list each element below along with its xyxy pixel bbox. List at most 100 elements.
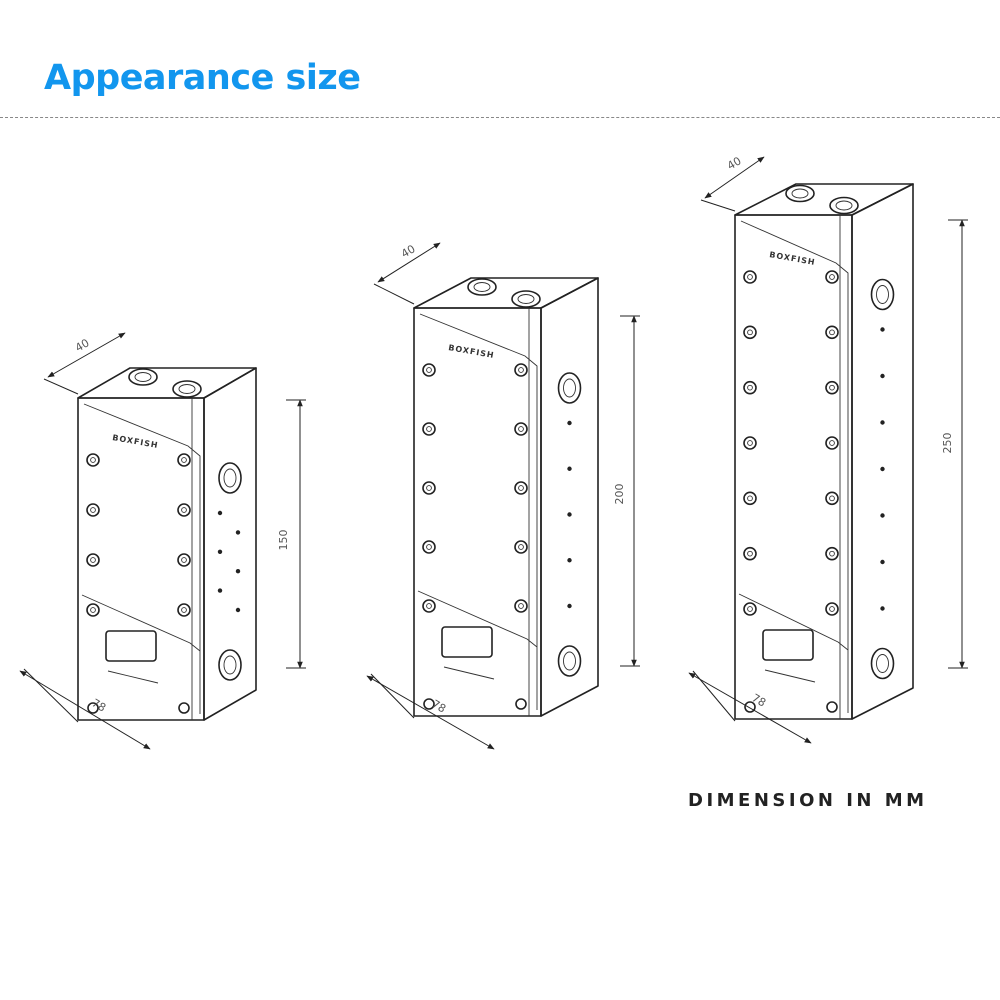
side-mount-hole: [880, 513, 885, 518]
screw: [422, 481, 436, 495]
side-mount-hole: [235, 607, 241, 613]
extension-line: [43, 378, 79, 395]
side-mount-hole: [567, 420, 572, 426]
top-port-thread: [835, 200, 853, 211]
thickness-label: 40: [399, 242, 418, 260]
screw: [743, 491, 757, 506]
brand-logo: BOXFISH: [112, 433, 160, 450]
height-label: 200: [613, 484, 626, 505]
screw-center: [181, 557, 187, 563]
screw-center: [829, 495, 835, 502]
screw: [514, 540, 528, 554]
side-mount-hole: [567, 512, 572, 517]
extension-line: [692, 670, 736, 722]
front-chamfer: [419, 313, 538, 710]
top-face: [734, 183, 914, 216]
screw-center: [181, 607, 187, 613]
screw: [177, 453, 191, 467]
screw: [177, 553, 191, 567]
screw-center: [829, 274, 835, 280]
top-port: [172, 380, 202, 398]
screw: [826, 701, 838, 713]
screw-center: [747, 384, 753, 391]
screw-center: [518, 544, 524, 550]
brand-logo: BOXFISH: [448, 343, 496, 360]
screw-center: [518, 367, 524, 373]
side-port: [557, 645, 582, 677]
screw: [177, 503, 191, 517]
screw: [825, 380, 839, 395]
screw-center: [829, 550, 835, 557]
screw-center: [747, 440, 753, 446]
dashed-divider: [0, 117, 1000, 118]
width-dimension-line: [688, 672, 812, 744]
display-logo-line: [107, 670, 159, 684]
screw: [825, 325, 839, 340]
side-port-thread: [223, 655, 237, 675]
top-port-thread: [178, 384, 196, 394]
screw: [743, 270, 757, 284]
display-logo-line: [764, 669, 816, 683]
screw: [86, 553, 100, 567]
side-mount-hole: [880, 373, 885, 379]
screw: [514, 599, 528, 613]
screw: [422, 599, 436, 613]
side-mount-hole: [880, 420, 885, 425]
screw: [743, 436, 757, 450]
screw-center: [747, 550, 753, 557]
screw: [514, 363, 528, 377]
screw-center: [426, 367, 432, 373]
top-port: [829, 196, 859, 215]
screw-center: [518, 426, 524, 432]
screw-center: [829, 384, 835, 391]
top-port-thread: [473, 282, 491, 292]
width-label: 78: [90, 696, 109, 714]
extension-line: [700, 199, 736, 212]
bottom-bezel: [738, 593, 849, 651]
screw-center: [747, 495, 753, 502]
bottom-bezel: [81, 594, 201, 652]
top-port: [511, 290, 541, 308]
screw-center: [829, 440, 835, 446]
side-port-thread: [223, 468, 237, 488]
dimension-note: DIMENSION IN MM: [688, 790, 928, 811]
thickness-label: 40: [725, 154, 744, 172]
side-mount-hole: [567, 466, 572, 471]
screw: [743, 546, 757, 561]
screw: [422, 422, 436, 436]
thickness-label: 40: [73, 336, 92, 354]
side-mount-hole: [217, 549, 223, 554]
screw: [178, 702, 190, 714]
side-port-thread: [876, 654, 889, 673]
screw: [743, 380, 757, 395]
screw-center: [181, 507, 187, 513]
screw: [825, 270, 839, 284]
screw: [515, 698, 527, 710]
screw-center: [90, 607, 96, 613]
screw-center: [518, 485, 524, 491]
side-mount-hole: [880, 606, 885, 611]
top-port: [128, 368, 158, 386]
screw: [825, 491, 839, 506]
width-dimension-line: [366, 675, 495, 750]
screw-center: [518, 603, 524, 609]
width-label: 78: [430, 697, 449, 715]
screw-center: [747, 329, 753, 336]
front-face: [413, 307, 542, 717]
screw-center: [426, 603, 432, 609]
screw-center: [829, 329, 835, 336]
side-mount-hole: [235, 530, 241, 535]
screw: [86, 453, 100, 467]
display-window: [441, 626, 493, 658]
side-port: [557, 372, 582, 404]
screw-center: [90, 557, 96, 563]
screw: [825, 546, 839, 561]
thickness-dimension-line: [377, 242, 441, 283]
side-port-thread: [876, 285, 889, 304]
side-mount-hole: [880, 466, 885, 472]
side-face: [203, 367, 257, 721]
screw: [514, 481, 528, 495]
screw: [743, 325, 757, 340]
